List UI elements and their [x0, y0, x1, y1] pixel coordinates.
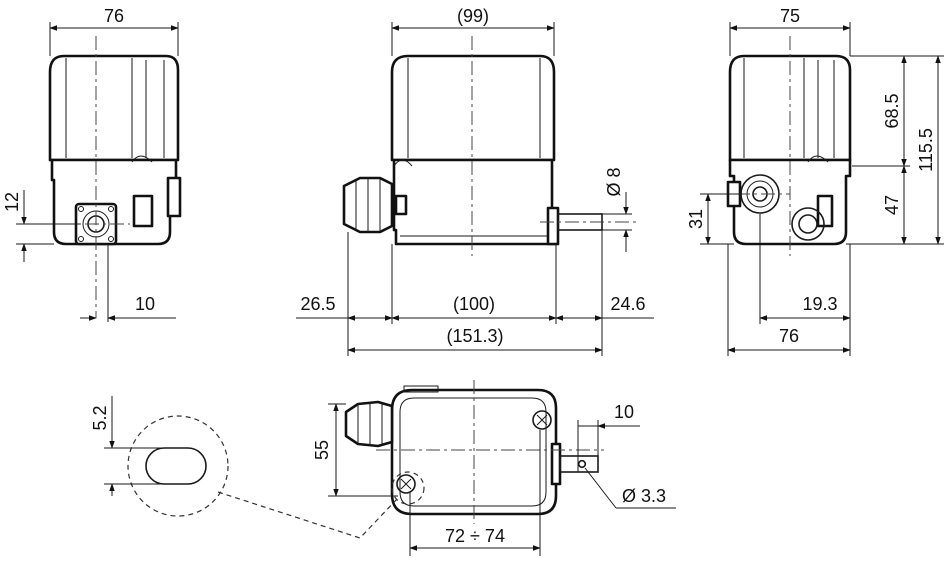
right-width-top-label: 75 [780, 6, 800, 26]
right-cover [728, 54, 852, 162]
top-hole-dia-label: Ø 3.3 [622, 486, 666, 506]
side-view: (99) Ø 8 26.5 (100) 24.6 (151.3) [296, 6, 654, 356]
top-tab [403, 385, 439, 393]
top-screw-upper [532, 410, 552, 430]
side-base [392, 158, 558, 246]
top-housing [390, 388, 558, 516]
side-body-len-label: (100) [453, 294, 495, 314]
side-left-ext-label: 26.5 [300, 294, 335, 314]
front-cover [48, 54, 180, 162]
front-offset-h-label: 10 [135, 294, 155, 314]
side-width-label: (99) [457, 6, 489, 26]
side-tab [394, 194, 408, 216]
front-side-lug [166, 176, 182, 218]
detail-circle [127, 415, 229, 517]
detail-slot [145, 447, 207, 485]
right-height-lower-label: 47 [882, 195, 902, 215]
top-shaft-len-label: 10 [614, 402, 634, 422]
top-mount-range-label: 72 ÷ 74 [445, 526, 505, 546]
right-width-bottom-label: 76 [779, 326, 799, 346]
top-pin-hole [577, 459, 587, 469]
side-right-ext-label: 24.6 [610, 294, 645, 314]
front-view: 76 12 10 [2, 6, 182, 322]
right-offset-label: 19.3 [802, 294, 837, 314]
right-view: 75 68.5 47 115.5 31 19.3 76 [686, 6, 944, 356]
right-gland-height-label: 31 [686, 209, 706, 229]
front-connector [132, 194, 154, 228]
top-view: 55 10 Ø 3.3 72 ÷ 74 [312, 380, 676, 556]
front-width-label: 76 [104, 6, 124, 26]
side-cover [390, 54, 556, 162]
right-height-total-label: 115.5 [916, 128, 936, 172]
top-screw-lower [396, 474, 416, 494]
front-offset-v-label: 12 [2, 192, 22, 212]
detail-slot-width-label: 5.2 [90, 405, 110, 430]
top-depth-label: 55 [312, 440, 332, 460]
top-cable-gland [344, 400, 394, 448]
side-shaft-dia-label: Ø 8 [604, 167, 624, 196]
detail-view: 5.2 [90, 396, 399, 539]
right-shaft-end [791, 207, 825, 241]
side-total-len-label: (151.3) [446, 326, 503, 346]
right-tab [816, 194, 834, 228]
side-shaft-collar [546, 206, 560, 246]
right-height-upper-label: 68.5 [882, 93, 902, 128]
